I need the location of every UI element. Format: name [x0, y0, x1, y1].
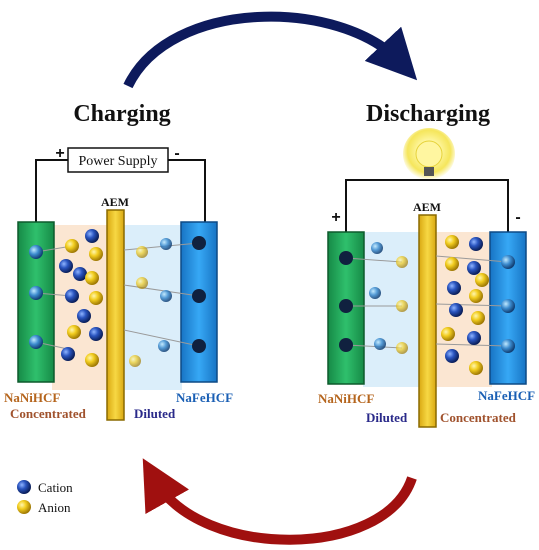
charging-right-electrode-cation: [192, 236, 206, 250]
charging-cell: Power Supply + - AEM: [4, 145, 233, 421]
discharging-cation: [467, 331, 481, 345]
charging-wire-left: [35, 159, 68, 222]
discharging-cation: [371, 242, 383, 254]
discharging-cation: [374, 338, 386, 350]
charging-right-electrode-cation: [192, 289, 206, 303]
charging-wire-right: [168, 159, 206, 222]
charging-nafehcf-label: NaFeHCF: [176, 390, 233, 405]
discharging-ion-paths: [345, 255, 509, 349]
legend: Cation Anion: [17, 480, 73, 515]
discharging-anion: [445, 257, 459, 271]
discharging-anion: [441, 327, 455, 341]
charging-anion: [136, 277, 148, 289]
discharging-title: Discharging: [366, 101, 490, 127]
charging-cation: [158, 340, 170, 352]
charging-minus-sign: -: [174, 145, 179, 162]
charging-anion: [136, 246, 148, 258]
discharging-left-electrode-cation: [339, 299, 353, 313]
charging-plus-sign: +: [55, 145, 64, 162]
discharging-cation: [449, 303, 463, 317]
bottom-cycle-arrow: [142, 458, 417, 545]
charging-cation: [59, 259, 73, 273]
discharging-right-electrode-cation: [501, 339, 515, 353]
discharging-concentrated-label: Concentrated: [440, 410, 517, 425]
charging-anion: [65, 239, 79, 253]
discharging-left-electrode-cation: [339, 338, 353, 352]
charging-title: Charging: [73, 101, 170, 127]
power-supply-box: [67, 147, 169, 173]
discharging-diluted-label: Diluted: [366, 410, 408, 425]
light-bulb-base: [424, 167, 434, 176]
charging-aem-membrane: [106, 209, 125, 421]
charging-cation: [61, 347, 75, 361]
charging-anion: [89, 247, 103, 261]
discharging-cation: [469, 237, 483, 251]
charging-nanihcf-label: NaNiHCF: [4, 390, 60, 405]
discharging-minus-sign: -: [515, 209, 520, 226]
discharging-plus-sign: +: [331, 209, 340, 226]
discharging-left-electrode-cation: [339, 251, 353, 265]
charging-right-electrode-cation: [192, 339, 206, 353]
charging-cation: [65, 289, 79, 303]
charging-cation: [77, 309, 91, 323]
discharging-wire: [345, 179, 509, 232]
discharging-nanihcf-label: NaNiHCF: [318, 391, 374, 406]
discharging-cation: [369, 287, 381, 299]
charging-cation: [73, 267, 87, 281]
charging-left-electrode-cation: [29, 335, 43, 349]
discharging-cation: [445, 349, 459, 363]
charging-diluted-label: Diluted: [134, 406, 176, 421]
discharging-anion: [471, 311, 485, 325]
charging-cation: [89, 327, 103, 341]
charging-anion: [89, 291, 103, 305]
discharging-cell: + - AEM: [318, 128, 535, 428]
charging-anion: [129, 355, 141, 367]
top-cycle-arrow: [123, 11, 418, 89]
charging-cation: [160, 238, 172, 250]
charging-concentrated-label: Concentrated: [10, 406, 87, 421]
charging-anion: [85, 353, 99, 367]
power-supply-label: Power Supply: [79, 154, 158, 169]
charging-cation: [160, 290, 172, 302]
charging-cation: [85, 229, 99, 243]
discharging-right-electrode-cation: [501, 299, 515, 313]
discharging-anion: [469, 289, 483, 303]
charging-left-electrode-cation: [29, 245, 43, 259]
discharging-right-electrode-cation: [501, 255, 515, 269]
discharging-aem-label: AEM: [413, 200, 441, 214]
discharging-anion: [396, 342, 408, 354]
discharging-anion: [396, 300, 408, 312]
charging-aem-label: AEM: [101, 195, 129, 209]
legend-cation-label: Cation: [38, 480, 73, 495]
discharging-cation: [447, 281, 461, 295]
legend-anion-label: Anion: [38, 500, 71, 515]
discharging-concentrated-region: [436, 232, 492, 387]
charging-anion: [67, 325, 81, 339]
charging-anion: [85, 271, 99, 285]
discharging-cation: [467, 261, 481, 275]
discharging-diluted-region: [363, 232, 419, 387]
discharging-anion: [445, 235, 459, 249]
discharging-anion: [396, 256, 408, 268]
legend-anion-icon: [17, 500, 31, 514]
discharging-anion: [469, 361, 483, 375]
legend-cation-icon: [17, 480, 31, 494]
light-bulb-icon: [415, 140, 443, 168]
charging-left-electrode-cation: [29, 286, 43, 300]
discharging-nafehcf-label: NaFeHCF: [478, 388, 535, 403]
discharging-aem-membrane: [418, 214, 437, 428]
discharging-anion: [475, 273, 489, 287]
